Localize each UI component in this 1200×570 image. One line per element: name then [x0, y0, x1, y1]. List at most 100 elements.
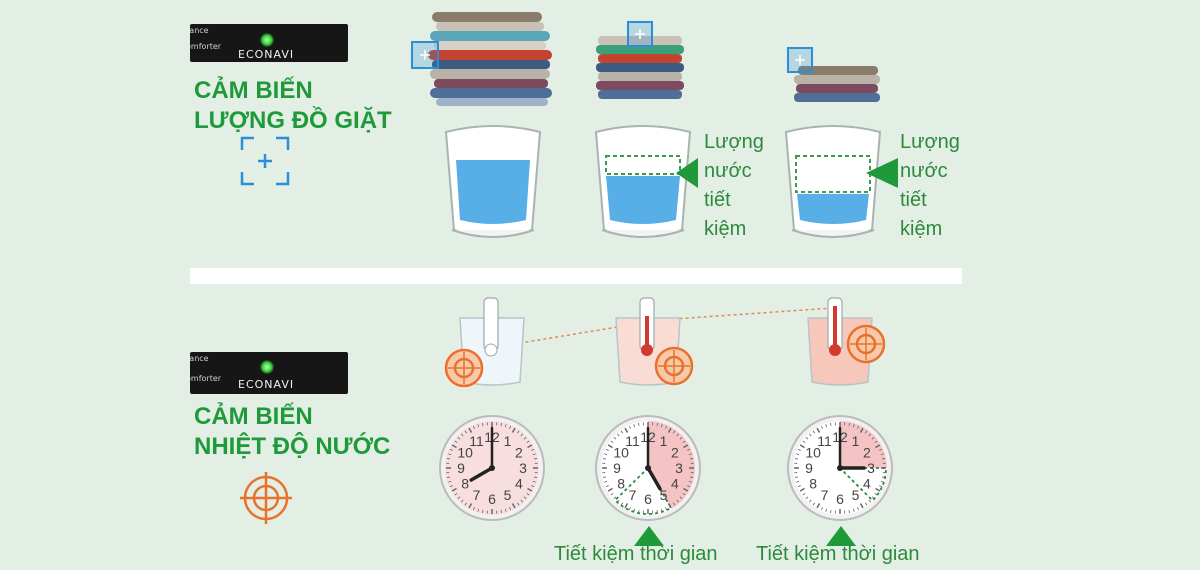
clock-tick — [820, 425, 823, 429]
water-saving-label-2: Lượng nước tiết kiệm — [900, 128, 960, 244]
clock-tick — [511, 427, 516, 433]
clock-tick — [460, 499, 464, 503]
clock-tick — [526, 492, 530, 496]
clock-tick — [879, 485, 883, 488]
load-sensor-title: CẢM BIẾN LƯỢNG ĐỒ GIẶT — [194, 76, 392, 136]
clock-tick — [633, 508, 636, 512]
clock-number: 5 — [660, 487, 668, 503]
clock-tick — [802, 440, 806, 444]
clock-tick — [874, 440, 878, 444]
clock-tick — [607, 444, 613, 449]
clock-tick — [852, 424, 855, 428]
clock-number: 11 — [625, 433, 640, 449]
clock-number: 10 — [613, 445, 629, 461]
clock-tick — [610, 440, 614, 444]
clock-number: 7 — [629, 487, 637, 503]
clock-number: 3 — [675, 460, 683, 476]
clock-tick — [881, 458, 886, 460]
clock-tick — [620, 502, 624, 506]
thermometer-cup-hot — [807, 297, 886, 386]
clock-number: 4 — [671, 476, 679, 492]
clock-tick — [464, 502, 468, 506]
clock-tick — [527, 444, 533, 449]
clock-face-2: 121234567891011 — [595, 415, 701, 521]
clock-tick — [446, 476, 451, 478]
title-line-1: CẢM BIẾN — [194, 77, 313, 104]
clock-tick — [805, 436, 809, 440]
clock-tick — [449, 448, 453, 451]
clock-tick — [457, 436, 461, 440]
clock-tick — [449, 485, 453, 488]
clock-tick — [864, 502, 868, 506]
clock-tick — [472, 425, 475, 429]
clock-tick — [504, 508, 507, 512]
clock-tick — [687, 448, 691, 451]
arrow-left-icon — [866, 158, 898, 188]
clock-tick — [665, 507, 668, 511]
clock-elapsed-sector — [840, 421, 887, 468]
clock-tick — [604, 453, 608, 456]
arrow-up-icon — [826, 526, 856, 546]
clock-tick — [520, 433, 524, 437]
clock-tick — [520, 499, 524, 503]
clock-tick — [616, 499, 620, 503]
title-line-2: LƯỢNG ĐỒ GIẶT — [194, 107, 392, 134]
clock-tick — [852, 508, 855, 512]
target-icon — [240, 472, 292, 524]
clock-tick — [672, 502, 676, 506]
econavi-led-icon — [260, 33, 274, 47]
thermometer-cup-cold — [444, 297, 525, 388]
clock-number: 4 — [863, 476, 871, 492]
clock-tick — [516, 502, 520, 506]
clock-tick — [532, 453, 536, 456]
clock-tick — [880, 480, 884, 483]
clock-number: 2 — [671, 445, 679, 461]
clock-tick — [628, 425, 631, 429]
focus-square-icon — [240, 136, 290, 186]
clock-tick — [868, 499, 872, 503]
clock-tick — [672, 430, 676, 434]
panel-text-line2: omforter — [190, 42, 222, 51]
clock-tick — [656, 422, 658, 427]
clock-tick — [477, 508, 480, 512]
clock-center — [645, 465, 651, 471]
clock-number: 5 — [852, 487, 860, 503]
clock-tick — [500, 509, 502, 514]
time-saving-label-1: Tiết kiệm thời gian — [554, 543, 718, 565]
clock-tick — [454, 440, 458, 444]
clock-center — [837, 465, 843, 471]
clock-tick — [460, 433, 464, 437]
clock-number: 3 — [519, 460, 527, 476]
panel-text-line1: rance — [190, 26, 209, 35]
arrow-up-icon — [634, 526, 664, 546]
clock-number: 1 — [852, 433, 860, 449]
clock-tick — [633, 424, 636, 428]
clock-tick — [816, 503, 821, 509]
clock-tick — [607, 487, 613, 492]
clock-tick — [533, 458, 538, 460]
clock-number: 10 — [805, 445, 821, 461]
clothes-pile-small — [787, 47, 880, 102]
clock-number: 8 — [617, 476, 625, 492]
clock-tick — [457, 496, 461, 500]
clock-tick — [660, 508, 663, 512]
clock-tick — [808, 433, 812, 437]
clock-tick — [665, 425, 668, 429]
clock-tick — [613, 436, 617, 440]
clock-tick — [482, 422, 484, 427]
clock-number: 7 — [473, 487, 481, 503]
clock-tick — [610, 492, 614, 496]
panel-text-line2: omforter — [190, 374, 222, 383]
clock-tick — [509, 425, 512, 429]
clock-tick — [531, 485, 535, 488]
clock-tick — [533, 476, 538, 478]
clock-tick — [683, 444, 689, 449]
clock-center — [489, 465, 495, 471]
clock-tick — [689, 458, 694, 460]
clothes-pile-large — [411, 12, 552, 106]
clock-tick — [613, 496, 617, 500]
clock-tick — [656, 509, 658, 514]
section-divider — [190, 268, 962, 284]
clock-number: 7 — [821, 487, 829, 503]
clock-tick — [523, 496, 527, 500]
